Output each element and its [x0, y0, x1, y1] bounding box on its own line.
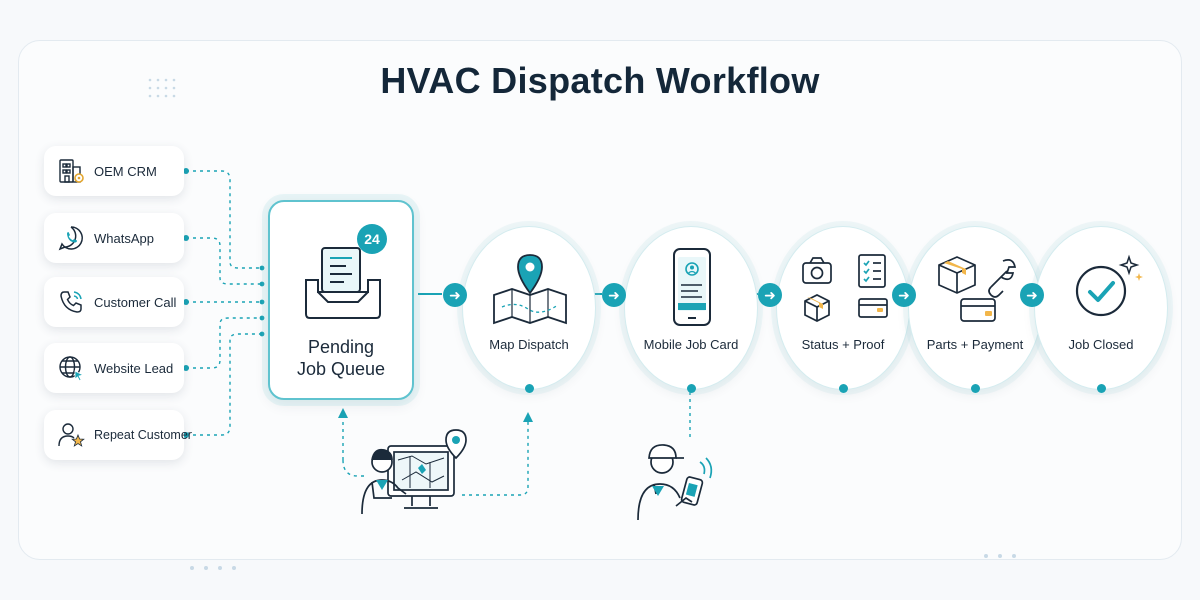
step-map-dispatch: Map Dispatch [462, 226, 596, 393]
source-label: Repeat Customer [94, 428, 192, 442]
camera-checklist-box-icon [802, 254, 888, 322]
technician-with-phone-icon [637, 444, 713, 521]
whatsapp-icon [58, 226, 83, 251]
source-label: Customer Call [94, 294, 177, 310]
queue-label: Pending Job Queue [270, 336, 412, 380]
connector-dot [971, 384, 980, 393]
source-oem-crm: OEM CRM [44, 146, 184, 196]
connector-dot [525, 384, 534, 393]
connector-repeat-customer [186, 333, 262, 436]
phone-icon [60, 291, 82, 313]
source-label: WhatsApp [94, 230, 154, 246]
page-title: HVAC Dispatch Workflow [380, 60, 820, 101]
arrow-right-icon: ➜ [758, 283, 782, 307]
dispatcher-at-monitor-icon [361, 429, 467, 515]
connector-oem-crm [186, 170, 262, 269]
arrow-right-icon: ➜ [892, 283, 916, 307]
step-label: Mobile Job Card [643, 337, 739, 352]
step-label: Parts + Payment [926, 337, 1024, 352]
arrow-right-icon: ➜ [602, 283, 626, 307]
connector-website-lead [186, 317, 262, 369]
step-label: Job Closed [1068, 337, 1134, 352]
connector-dispatcher-map [462, 418, 529, 496]
source-whatsapp: WhatsApp [44, 213, 184, 263]
inbox-tray-icon [305, 247, 381, 319]
map-pin-icon [493, 254, 567, 325]
queue-count-badge: 24 [357, 224, 387, 254]
connector-dot [687, 384, 696, 393]
pending-job-queue-card: Pending Job Queue [268, 200, 414, 400]
globe-cursor-icon [59, 356, 85, 382]
step-job-closed: Job Closed [1034, 226, 1168, 393]
step-label: Map Dispatch [489, 337, 569, 352]
phone-card-icon [673, 248, 711, 326]
connector-whatsapp [186, 237, 262, 285]
queue-label-line1: Pending [307, 337, 375, 357]
source-website-lead: Website Lead [44, 343, 184, 393]
box-wrench-wallet-icon [938, 256, 1017, 322]
user-star-icon [58, 423, 85, 447]
connector-dot [839, 384, 848, 393]
source-repeat-customer: Repeat Customer [44, 410, 192, 460]
step-mobile-job-card: Mobile Job Card [624, 226, 758, 393]
connector-dot [1097, 384, 1106, 393]
building-gear-icon [59, 159, 84, 183]
source-label: OEM CRM [94, 163, 157, 179]
queue-label-line2: Job Queue [296, 359, 386, 379]
step-parts-payment: Parts + Payment [908, 226, 1042, 393]
check-circle-icon [1075, 254, 1143, 317]
source-label: Website Lead [94, 360, 174, 376]
source-customer-call: Customer Call [44, 277, 184, 327]
arrow-right-icon: ➜ [443, 283, 467, 307]
connector-dispatcher-queue [342, 414, 366, 477]
arrow-right-icon: ➜ [1020, 283, 1044, 307]
step-status-proof: Status + Proof [776, 226, 910, 393]
step-label: Status + Proof [801, 337, 885, 352]
